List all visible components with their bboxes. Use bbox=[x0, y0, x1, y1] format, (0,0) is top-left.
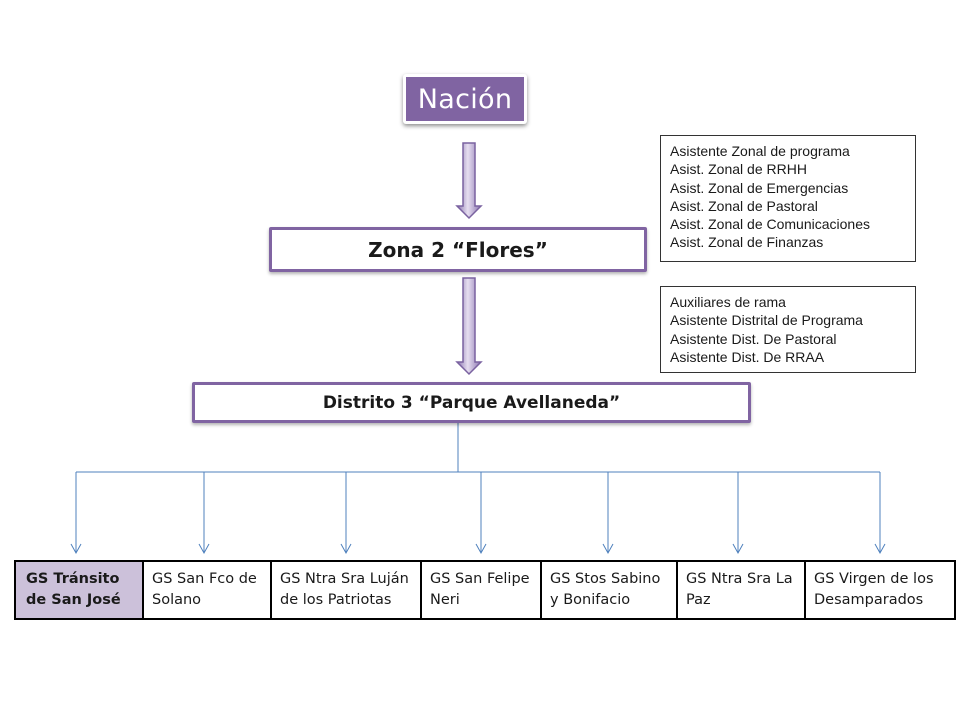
drop-arrowhead bbox=[732, 543, 744, 555]
distrito-staff-item: Asistente Dist. De Pastoral bbox=[670, 330, 837, 347]
drop-arrowhead bbox=[874, 543, 886, 555]
distrito-staff-item: Asistente Distrital de Programa bbox=[670, 312, 863, 329]
zona-staff-box: Asistente Zonal de programa Asist. Zonal… bbox=[660, 135, 916, 262]
zona-staff-item: Asistente Zonal de programa bbox=[670, 143, 850, 159]
zona-staff-item: Asist. Zonal de Finanzas bbox=[670, 234, 824, 251]
arrow-nacion-zona bbox=[455, 142, 483, 220]
zona-staff-item: Asist. Zonal de Pastoral bbox=[670, 197, 818, 214]
zona-staff-item: Asist. Zonal de Emergencias bbox=[670, 179, 849, 196]
zona-staff-item: Asist. Zonal de Comunicaciones bbox=[670, 216, 870, 233]
drop-arrowhead bbox=[475, 543, 487, 555]
arrow-zona-distrito bbox=[455, 277, 483, 376]
group-cell: GS Stos Sabino y Bonifacio bbox=[542, 562, 678, 618]
drop-arrowhead bbox=[340, 543, 352, 555]
distrito-staff-item: Auxiliares de rama bbox=[670, 294, 786, 310]
group-cell: GS Virgen de los Desamparados bbox=[814, 571, 934, 608]
group-cell: GS Tránsito de San José bbox=[16, 562, 144, 618]
group-cell: GS San Felipe Neri bbox=[422, 562, 542, 618]
distrito-staff-item: Asistente Dist. De RRAA bbox=[670, 348, 825, 365]
group-cell: GS Ntra Sra La Paz bbox=[678, 562, 806, 618]
groups-row: GS Tránsito de San José GS San Fco de So… bbox=[14, 560, 956, 620]
nacion-node: Nación bbox=[403, 74, 527, 124]
group-cell: GS Ntra Sra Luján de los Patriotas bbox=[272, 562, 422, 618]
group-cell: GS San Fco de Solano bbox=[144, 562, 272, 618]
distrito-node: Distrito 3 “Parque Avellaneda” bbox=[192, 382, 751, 423]
drop-arrowhead bbox=[70, 543, 82, 555]
drop-lines bbox=[70, 472, 886, 555]
distrito-staff-box: Auxiliares de rama Asistente Distrital d… bbox=[660, 286, 916, 373]
nacion-label: Nación bbox=[406, 77, 524, 121]
drop-arrowhead bbox=[198, 543, 210, 555]
zona-staff-item: Asist. Zonal de RRHH bbox=[670, 161, 807, 178]
zona-node: Zona 2 “Flores” bbox=[269, 227, 647, 272]
drop-arrowhead bbox=[602, 543, 614, 555]
